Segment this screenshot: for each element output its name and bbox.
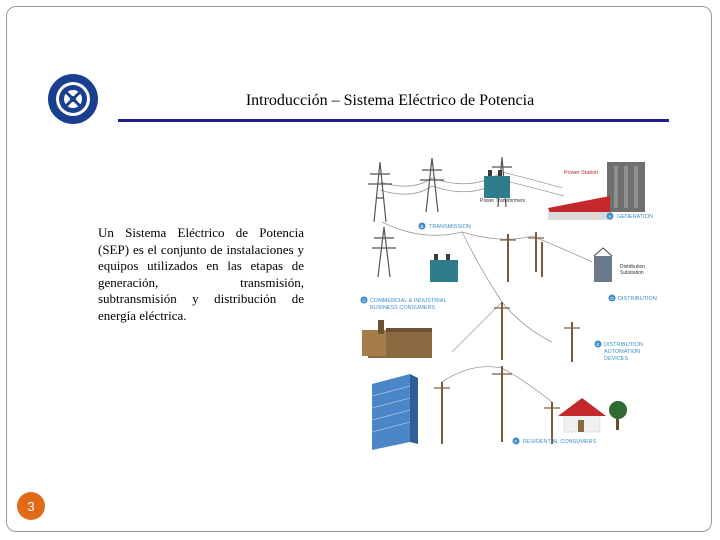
marker-transmission: B TRANSMISSION xyxy=(418,222,471,230)
utility-poles xyxy=(441,232,573,444)
distribution-substation-label-2: Substation xyxy=(620,270,644,276)
marker-residential: F RESIDENTIAL CONSUMERS xyxy=(512,437,596,445)
marker-residential-label: RESIDENTIAL CONSUMERS xyxy=(523,439,596,445)
substation-transformer xyxy=(430,254,458,282)
residential-house xyxy=(558,398,627,433)
marker-commercial-label-2: BUSINESS CONSUMERS xyxy=(370,305,435,311)
power-system-diagram: Power Station Power Transformers Distrib… xyxy=(360,156,657,450)
marker-generation: A GENERATION xyxy=(606,212,653,220)
marker-transmission-label: TRANSMISSION xyxy=(429,224,471,230)
distribution-substation-label-1: Distribution xyxy=(620,264,645,270)
marker-generation-label: GENERATION xyxy=(617,214,653,220)
marker-automation-label-2: AUTOMATION xyxy=(604,349,640,355)
slide-frame xyxy=(6,6,712,532)
svg-text:F: F xyxy=(515,439,518,444)
title-divider xyxy=(118,119,669,122)
university-seal-icon xyxy=(48,74,98,124)
svg-text:D: D xyxy=(611,296,615,301)
power-station-label: Power Station xyxy=(564,170,598,176)
svg-text:C: C xyxy=(363,298,367,303)
industrial-building xyxy=(362,320,432,358)
power-transformer xyxy=(484,170,510,198)
commercial-building xyxy=(371,374,418,450)
marker-automation-label-3: DEVICES xyxy=(604,356,628,362)
distribution-substation xyxy=(593,247,613,282)
power-transformers-label: Power Transformers xyxy=(480,198,526,204)
marker-commercial-label-1: COMMERCIAL & INDUSTRIAL xyxy=(370,298,447,304)
marker-automation: E DISTRIBUTION AUTOMATION DEVICES xyxy=(594,340,643,362)
svg-text:E: E xyxy=(597,342,600,347)
power-station xyxy=(548,162,645,220)
slide-title: Introducción – Sistema Eléctrico de Pote… xyxy=(245,92,535,109)
pole-crossarms xyxy=(434,237,580,409)
marker-automation-label-1: DISTRIBUTION xyxy=(604,342,643,348)
marker-commercial: C COMMERCIAL & INDUSTRIAL BUSINESS CONSU… xyxy=(360,296,447,311)
slide-body-text: Un Sistema Eléctrico de Potencia (SEP) e… xyxy=(98,225,304,323)
svg-text:B: B xyxy=(421,224,424,229)
svg-text:A: A xyxy=(609,214,612,219)
marker-distribution-label: DISTRIBUTION xyxy=(618,296,657,302)
slide-number-badge: 3 xyxy=(17,492,45,520)
marker-distribution: D DISTRIBUTION xyxy=(608,294,657,302)
